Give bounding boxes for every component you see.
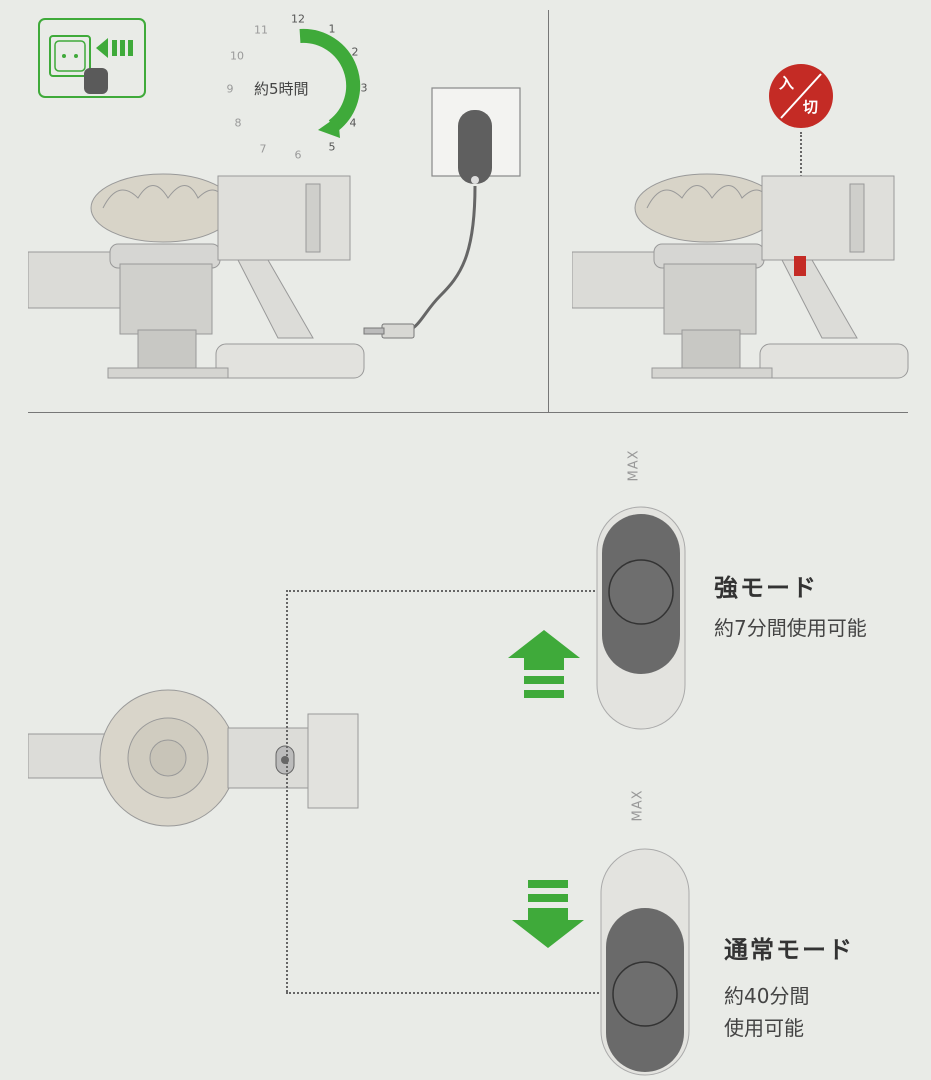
clock-number-5: 5 [328,140,336,154]
clock-number-2: 2 [351,45,359,59]
clock-number-12: 12 [291,12,305,26]
down-arrow-icon [512,878,584,950]
max-label-normal: MAX [630,789,646,822]
vacuum-top-view [27,688,360,833]
clock-number-9: 9 [226,82,234,96]
clock-number-7: 7 [259,142,267,156]
connector-line-bottom [286,992,610,994]
clock-number-11: 11 [254,23,268,37]
strong-mode-title: 強モード [714,574,818,602]
max-label-strong: MAX [626,449,642,482]
switch-on-label: 入 [779,74,795,92]
wall-socket-charger-illustration [360,86,525,356]
switch-off-label: 切 [803,98,819,116]
power-switch-badge: 入 切 [767,62,835,130]
clock-number-1: 1 [328,22,336,36]
normal-mode-title: 通常モード [724,936,854,964]
clock-number-8: 8 [234,116,242,130]
wall-socket-charging-icon [38,18,146,98]
strong-mode-desc: 約7分間使用可能 [714,616,867,640]
divider-vertical [548,10,549,412]
clock-number-6: 6 [294,148,302,162]
clock-number-4: 4 [349,116,357,130]
vacuum-side-illustration [27,168,368,386]
clock-progress-arc [299,28,361,138]
charge-time-clock: 12 1 2 3 4 5 6 7 8 9 10 11 約5時間 [226,12,378,162]
normal-mode-desc-line2: 使用可能 [724,1016,804,1040]
up-arrow-icon [508,630,580,702]
mode-switch-strong [596,506,686,730]
clock-number-10: 10 [230,49,244,63]
charge-time-label: 約5時間 [254,80,309,98]
vacuum-side-illustration-switch [571,168,912,386]
clock-number-3: 3 [360,81,368,95]
mode-switch-normal [600,848,690,1076]
normal-mode-desc-line1: 約40分間 [724,984,810,1008]
divider-horizontal [28,412,908,413]
connector-line-vertical [286,590,288,992]
connector-line-top [286,590,606,592]
